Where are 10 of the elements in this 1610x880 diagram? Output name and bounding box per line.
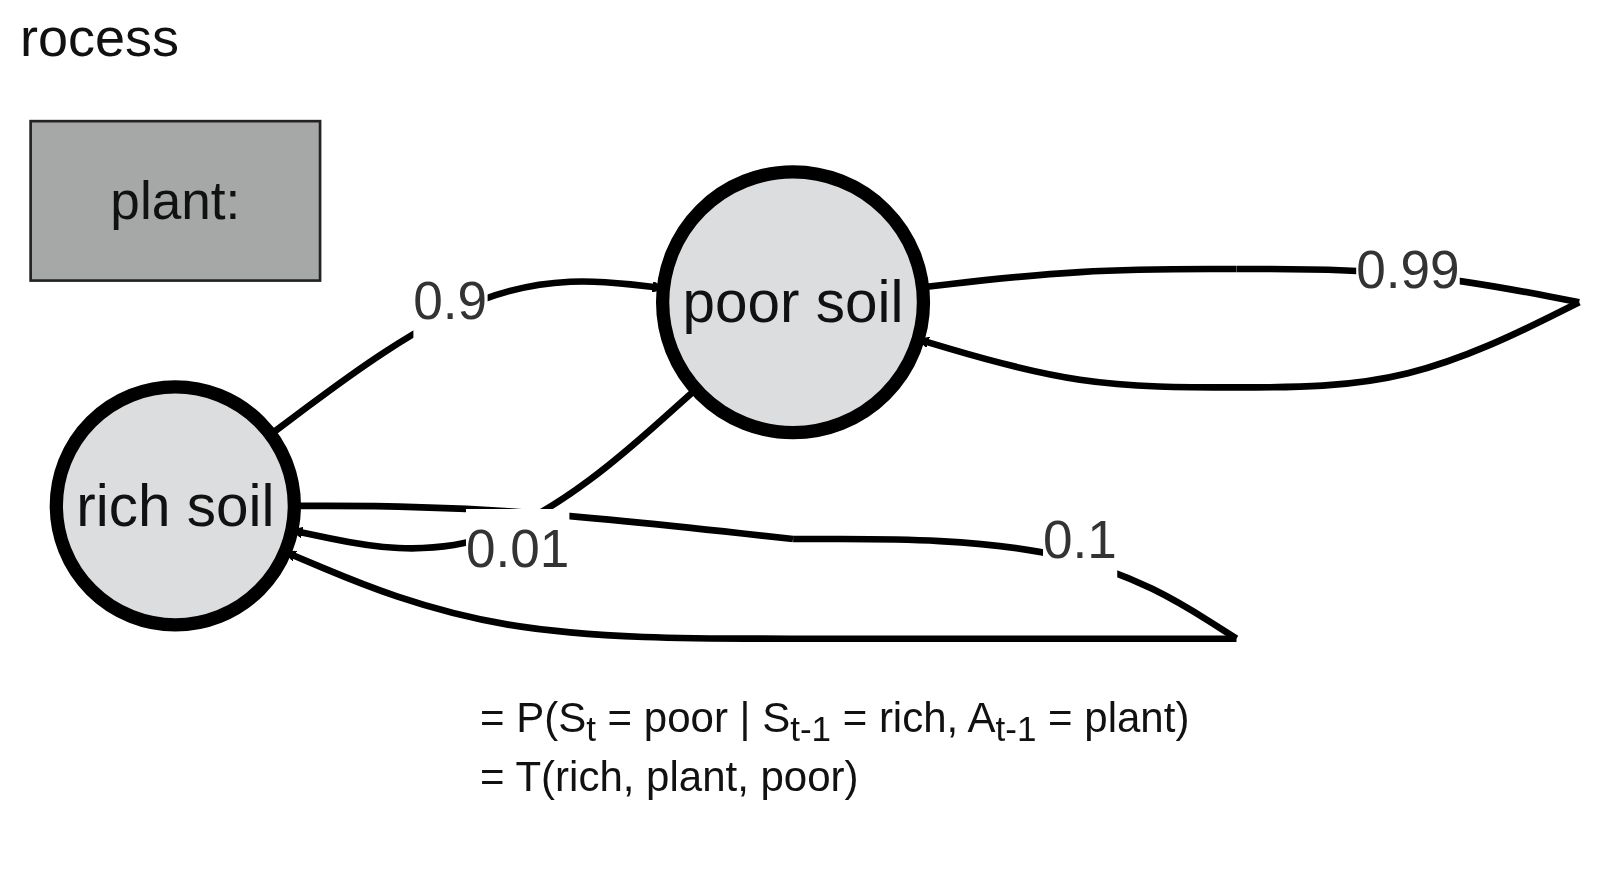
edge-label: 0.1 xyxy=(1043,509,1117,569)
node-box: plant: xyxy=(29,119,322,282)
formula-text: = P(S$_{t}$ = poor | S$_{t-1}$ = rich, A$_{t-1}$ = plant) xyxy=(480,694,1190,750)
formula-text: = T(rich, plant, poor) xyxy=(480,753,860,802)
title: rocess xyxy=(20,6,180,68)
node-circle: rich soil xyxy=(49,380,301,632)
edge-label: 0.99 xyxy=(1356,239,1460,299)
node-circle: poor soil xyxy=(656,165,931,440)
edge-label: 0.01 xyxy=(465,519,570,578)
edge-label: 0.9 xyxy=(413,270,488,330)
